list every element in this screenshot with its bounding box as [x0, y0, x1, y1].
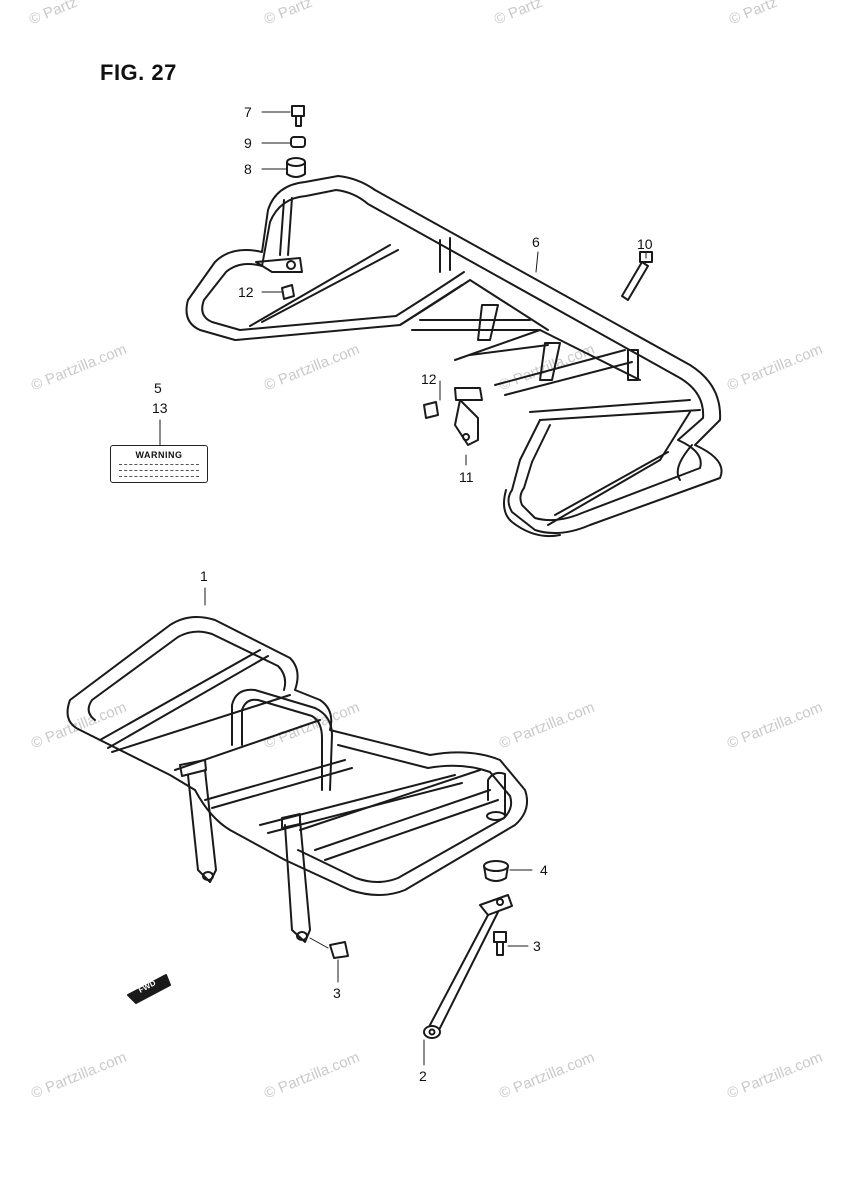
callout-1: 1 — [200, 568, 208, 584]
figure-title: FIG. 27 — [100, 60, 177, 85]
rear-carrier — [185, 175, 723, 538]
callout-12-upper: 12 — [238, 284, 254, 300]
callout-3-right: 3 — [533, 938, 541, 954]
warning-label: WARNING — [110, 445, 208, 483]
warning-text-line — [119, 470, 199, 471]
callout-4: 4 — [540, 862, 548, 878]
callout-7: 7 — [244, 104, 252, 120]
hardware-upper — [281, 105, 653, 446]
callout-6: 6 — [532, 234, 540, 250]
leader-lines-upper — [159, 111, 647, 466]
callout-8: 8 — [244, 161, 252, 177]
callout-13: 13 — [152, 400, 168, 416]
front-carrier — [66, 615, 528, 943]
leader-lines-lower — [204, 587, 533, 1066]
callout-11: 11 — [459, 469, 474, 485]
warning-text-line — [119, 476, 199, 477]
callout-10: 10 — [637, 236, 653, 252]
callout-3-left: 3 — [333, 985, 341, 1001]
callout-12-lower: 12 — [421, 371, 437, 387]
hardware-lower — [127, 860, 513, 1039]
callout-2: 2 — [419, 1068, 427, 1084]
callout-9: 9 — [244, 135, 252, 151]
callout-5: 5 — [154, 380, 162, 396]
warning-text-line — [119, 464, 199, 465]
warning-title: WARNING — [135, 450, 183, 460]
